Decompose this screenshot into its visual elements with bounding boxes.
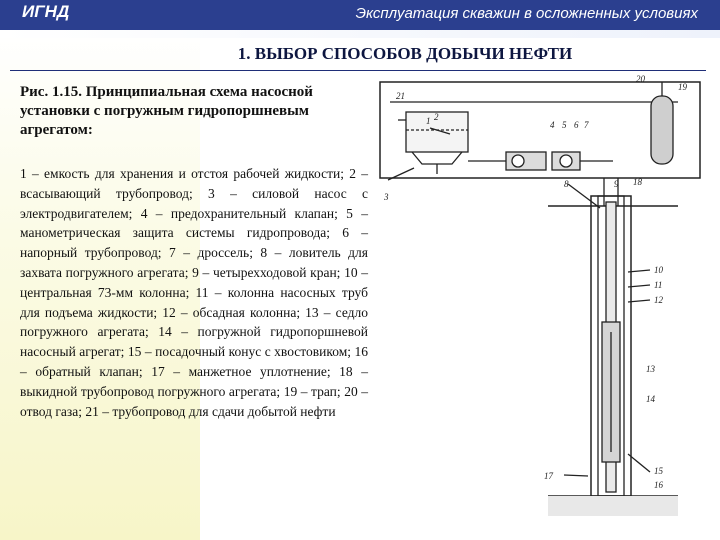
diagram-label-5: 5 <box>562 120 567 130</box>
diagram-label-3: 3 <box>383 192 389 202</box>
diagram-label-2: 2 <box>434 112 439 122</box>
diagram-label-10: 10 <box>654 265 664 275</box>
section-title: 1. ВЫБОР СПОСОБОВ ДОБЫЧИ НЕФТИ <box>237 44 573 63</box>
diagram-label-9: 9 <box>614 179 619 189</box>
figure-caption: Рис. 1.15. Принципиальная схема насосной… <box>20 84 313 138</box>
diagram-label-4: 4 <box>550 120 555 130</box>
diagram-label-6: 6 <box>574 120 579 130</box>
header-course-title: Эксплуатация скважин в осложненных услов… <box>355 5 698 22</box>
decorative-accent-strip <box>0 30 720 38</box>
diagram-label-15: 15 <box>654 466 664 476</box>
header-bar: ИГНД Эксплуатация скважин в осложненных … <box>0 0 720 30</box>
diagram-label-13: 13 <box>646 364 656 374</box>
title-divider <box>10 70 706 71</box>
header-org: ИГНД <box>22 2 70 21</box>
diagram-label-18: 18 <box>633 177 643 187</box>
diagram-label-14: 14 <box>646 394 656 404</box>
diagram-label-17: 17 <box>544 471 554 481</box>
diagram-label-7: 7 <box>584 120 589 130</box>
diagram-label-20: 20 <box>636 74 646 84</box>
diagram-label-21: 21 <box>396 91 405 101</box>
diagram-label-8: 8 <box>564 179 569 189</box>
diagram-label-16: 16 <box>654 480 664 490</box>
diagram-label-1: 1 <box>426 116 431 126</box>
diagram-label-11: 11 <box>654 280 662 290</box>
figure-legend: 1 – емкость для хранения и отстоя рабоче… <box>20 166 368 419</box>
decorative-accent <box>0 30 200 540</box>
diagram-label-12: 12 <box>654 295 664 305</box>
pump-installation-diagram: 21 1 2 3 4 5 6 7 8 9 18 19 20 10 11 12 1… <box>379 74 701 516</box>
diagram-label-19: 19 <box>678 82 688 92</box>
